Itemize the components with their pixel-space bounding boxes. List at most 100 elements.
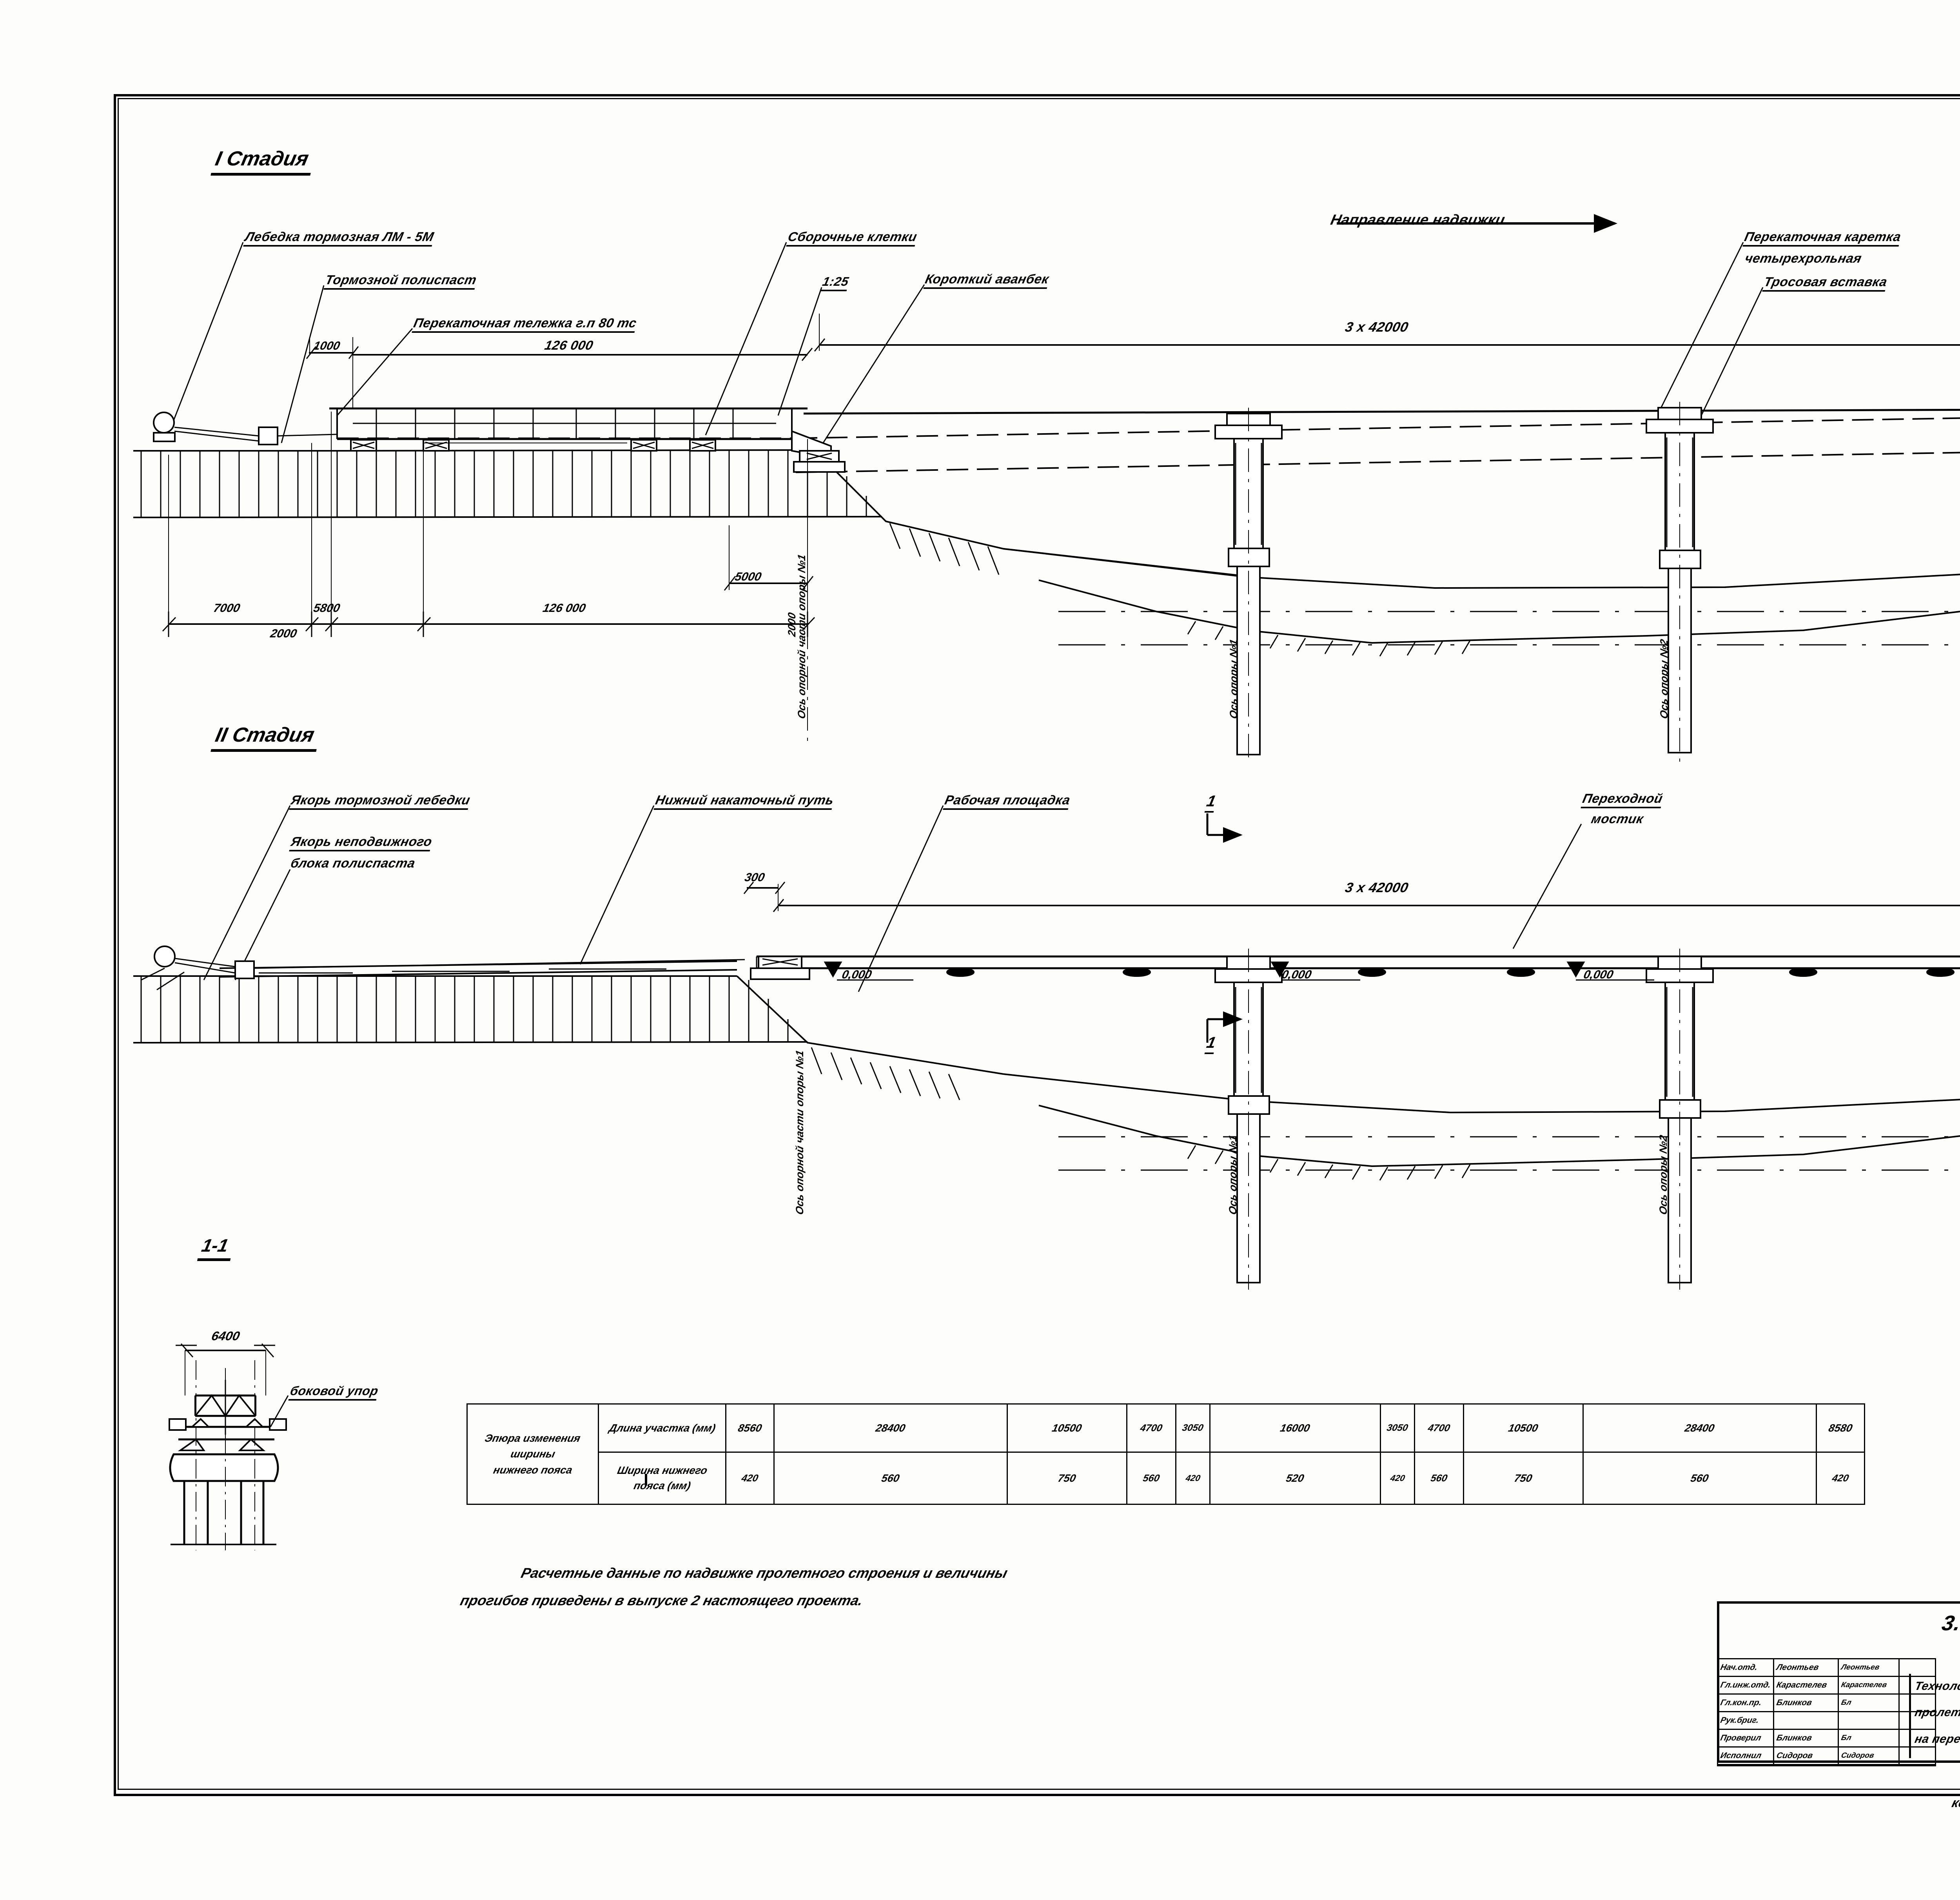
tb-role-2: Гл.кон.пр.	[1717, 1693, 1774, 1712]
table-cell-width-6: 420	[1380, 1452, 1415, 1505]
stage1-dim-left-0: 7000	[212, 602, 241, 615]
tb-role-0: Нач.отд.	[1717, 1658, 1774, 1677]
tb-name-5: Сидоров	[1773, 1746, 1839, 1766]
stage1-dim-1000: 1000	[312, 339, 341, 352]
stage2-axis-label-0: Ось опорной части опоры №1	[794, 1049, 806, 1216]
table-cell-width-7: 560	[1414, 1452, 1464, 1505]
table-row-lengths: Эпюра изменения ширины нижнего пояса Дли…	[466, 1403, 1865, 1505]
table-cell-width-2: 750	[1007, 1452, 1127, 1505]
stage1-label-short-nose: Короткий аванбек	[923, 272, 1051, 289]
tb-name-3	[1773, 1711, 1839, 1730]
tb-role-5: Исполнил	[1717, 1746, 1774, 1766]
tb-name-0: Леонтьев	[1773, 1658, 1839, 1677]
tb-role-1: Гл.инж.отд.	[1717, 1676, 1774, 1695]
table-row-widths: Ширина нижнего пояса (мм) 420 560 750 56…	[467, 1452, 1865, 1505]
stage2-label-lower-rolling-track: Нижний накаточный путь	[653, 793, 835, 810]
stage2-elevation-1: 0,000	[1280, 968, 1313, 981]
stage2-elevation-2: 0,000	[1582, 968, 1615, 981]
table-cell-width-0: 420	[725, 1452, 775, 1505]
table-cell-width-10: 420	[1816, 1452, 1865, 1505]
stage1-label-assembly-cells: Сборочные клетки	[786, 229, 918, 247]
table-cell-length-2: 10500	[1007, 1403, 1127, 1453]
table-cell-length-4: 3050	[1175, 1403, 1210, 1453]
table-colheader-width: Ширина нижнего пояса (мм)	[598, 1452, 726, 1505]
stage1-label-span: 3 х 42000	[1343, 319, 1410, 335]
stage1-dim-left-2: 5800	[312, 602, 341, 615]
table-colheader-length: Длина участка (мм)	[598, 1403, 726, 1453]
stage1-label-slope: 1:25	[820, 274, 850, 291]
tb-role-3: Рук.бриг.	[1717, 1711, 1774, 1730]
tb-name-4: Блинков	[1773, 1729, 1839, 1748]
stage1-label-roller-carriage-1: Перекаточная каретка	[1742, 229, 1903, 247]
title-block-row: Рук.бриг.	[1717, 1711, 1936, 1730]
bottom-chart-table: Эпюра изменения ширины нижнего пояса Дли…	[466, 1403, 1865, 1505]
tb-sign-0: Леонтьев	[1837, 1658, 1900, 1677]
title-block-divider	[1909, 1674, 1960, 1758]
stage1-label-rolling-cart: Перекаточная тележка г.п 80 тс	[412, 316, 638, 333]
stage1-label-direction: Направление надвижки	[1329, 212, 1507, 228]
tb-date-5	[1898, 1746, 1936, 1766]
table-cell-length-9: 28400	[1583, 1403, 1817, 1453]
stage2-axis-label-1: Ось опоры №1	[1227, 1134, 1239, 1216]
stage1-label-cart-length: 126 000	[543, 338, 595, 352]
table-cell-length-3: 4700	[1126, 1403, 1176, 1453]
table-cell-width-8: 750	[1463, 1452, 1584, 1505]
stage2-label-working-platform: Рабочая площадка	[943, 793, 1072, 810]
drawing-frame-inner	[118, 98, 1960, 1790]
stage1-axis-label-1: Ось опоры №1	[1228, 638, 1240, 720]
table-rowheader-diagram: Эпюра изменения ширины нижнего пояса	[466, 1403, 599, 1505]
table-cell-length-7: 4700	[1414, 1403, 1464, 1453]
table-cell-length-5: 16000	[1209, 1403, 1381, 1453]
table-cell-width-9: 560	[1583, 1452, 1817, 1505]
tb-name-2: Блинков	[1773, 1693, 1839, 1712]
section11-side-stop-label: боковой упор	[288, 1384, 380, 1401]
tb-date-4	[1898, 1729, 1936, 1748]
drawing-frame-outer	[114, 94, 1960, 1796]
section11-title: 1-1	[197, 1235, 236, 1261]
stage2-label-brake-winch-anchor: Якорь тормозной лебедки	[289, 793, 472, 810]
tb-date-0	[1898, 1658, 1936, 1677]
note-line-2: прогибов приведены в выпуске 2 настоящег…	[458, 1592, 865, 1608]
tb-date-3	[1898, 1711, 1936, 1730]
stage1-label-rope-insert: Тросовая вставка	[1762, 274, 1889, 292]
table-cell-length-1: 28400	[773, 1403, 1008, 1453]
tb-sign-3	[1837, 1711, 1900, 1730]
stage2-label-span: 3 х 42000	[1343, 880, 1410, 895]
drawing-title-line3: на перекаточных каретках	[1913, 1733, 1960, 1746]
tb-sign-1: Карастелев	[1837, 1676, 1900, 1695]
stage2-title: II Стадия	[211, 723, 322, 752]
stage2-axis-label-2: Ось опоры №2	[1657, 1134, 1669, 1216]
stage2-elevation-0: 0,000	[840, 968, 873, 981]
tb-sign-4: Бл	[1837, 1729, 1900, 1748]
stage2-label-fixed-block-anchor-1: Якорь неподвижного	[289, 834, 434, 851]
stage1-title: I Стадия	[211, 147, 316, 176]
table-cell-length-0: 8560	[725, 1403, 775, 1453]
title-block-signers: Нач.отд. Леонтьев Леонтьев Гл.инж.отд. К…	[1717, 1658, 1936, 1766]
table-cell-length-8: 10500	[1463, 1403, 1584, 1453]
title-block-row: Проверил Блинков Бл	[1717, 1729, 1936, 1748]
stage1-dim-left-1: 2000	[269, 627, 298, 640]
table-cell-length-10: 8580	[1816, 1403, 1865, 1453]
title-block-row: Гл.кон.пр. Блинков Бл	[1717, 1693, 1936, 1712]
tb-role-4: Проверил	[1717, 1729, 1774, 1748]
note-line-1: Расчетные данные по надвижке пролетного …	[519, 1565, 1009, 1581]
stage1-axis-label-0: Ось опорной части опоры №1	[796, 553, 808, 720]
table-cell-length-6: 3050	[1380, 1403, 1415, 1453]
tb-date-2	[1898, 1693, 1936, 1712]
tb-name-1: Карастелев	[1773, 1676, 1839, 1695]
drawing-title-line2: пролетного строения L.p = 3х 42 м	[1913, 1706, 1960, 1719]
title-block-row: Исполнил Сидоров Сидоров	[1717, 1746, 1936, 1766]
table-cell-width-5: 520	[1209, 1452, 1381, 1505]
title-block-row: Нач.отд. Леонтьев Леонтьев	[1717, 1658, 1936, 1677]
table-cell-width-3: 560	[1126, 1452, 1176, 1505]
stage2-label-transition-bridge-2: мостик	[1590, 811, 1645, 826]
title-block-row: Гл.инж.отд. Карастелев Карастелев	[1717, 1676, 1936, 1695]
stage2-label-fixed-block-anchor-2: блока полиспаста	[289, 856, 417, 870]
stage2-label-transition-bridge-1: Переходной	[1581, 791, 1664, 808]
tb-date-1	[1898, 1676, 1936, 1695]
stage2-dim-300-left: 300	[743, 871, 766, 884]
stage1-dim-5000: 5000	[733, 570, 763, 583]
stage1-axis-label-2: Ось опоры №2	[1658, 638, 1670, 720]
copier-note: копировал левых 19722	[1950, 1795, 1960, 1810]
